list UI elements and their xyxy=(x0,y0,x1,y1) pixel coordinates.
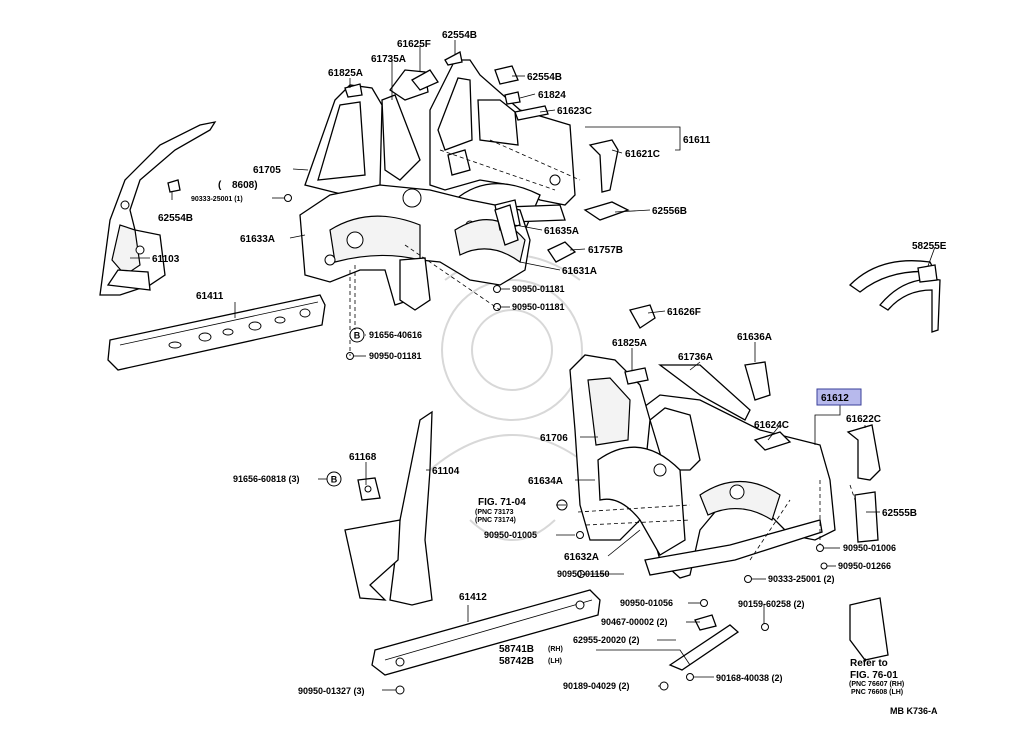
highlight-61612 xyxy=(816,388,862,406)
label-90159-60258-2: 90159-60258 (2) xyxy=(738,599,805,609)
label-90950-01150: 90950-01150 xyxy=(557,569,610,579)
b-marker-lower: B xyxy=(326,471,342,487)
label-61706: 61706 xyxy=(540,433,568,444)
a-pillar-inner xyxy=(99,121,217,296)
label-61626F: 61626F xyxy=(667,307,701,318)
label-61736A: 61736A xyxy=(678,352,713,363)
label-90333-25001-1: 90333-25001 (1) xyxy=(191,196,243,203)
label-pnc-73174: (PNC 73174) xyxy=(475,517,516,524)
label-61625F: 61625F xyxy=(397,39,431,50)
label-61411: 61411 xyxy=(196,291,224,302)
label-90333-25001-2: 90333-25001 (2) xyxy=(768,574,835,584)
label-61757B: 61757B xyxy=(588,245,623,256)
label-62554B-left: 62554B xyxy=(158,213,193,224)
label-61635A: 61635A xyxy=(544,226,579,237)
label-62955-20020-2: 62955-20020 (2) xyxy=(573,635,640,645)
label-62555B: 62555B xyxy=(882,508,917,519)
label-61636A: 61636A xyxy=(737,332,772,343)
footer-code: MB K736-A xyxy=(890,706,938,716)
label-61632A: 61632A xyxy=(564,552,599,563)
label-61735A: 61735A xyxy=(371,54,406,65)
label-90467-00002-2: 90467-00002 (2) xyxy=(601,617,668,627)
label-61825A-mid: 61825A xyxy=(612,338,647,349)
label-61412: 61412 xyxy=(459,592,487,603)
label-61611: 61611 xyxy=(683,135,711,146)
construction-lines xyxy=(349,139,856,561)
label-61825A-top: 61825A xyxy=(328,68,363,79)
b-marker-upper-label: B xyxy=(354,331,361,341)
label-rh: (RH) xyxy=(548,646,563,653)
label-pnc-76607: (PNC 76607 (RH) xyxy=(849,681,904,688)
mudguard-and-plates xyxy=(668,597,889,671)
label-61624C: 61624C xyxy=(754,420,789,431)
label-90168-40038-2: 90168-40038 (2) xyxy=(716,673,783,683)
label-90950-01181-b: 90950-01181 xyxy=(512,302,565,312)
fender-liner xyxy=(848,260,941,333)
leader-lines xyxy=(130,40,936,691)
label-61705: 61705 xyxy=(253,165,281,176)
upper-inner-pillar xyxy=(304,69,429,196)
label-fig-76-01: FIG. 76-01 xyxy=(850,670,898,681)
label-90950-01006: 90950-01006 xyxy=(843,543,896,553)
label-fig-71-04: FIG. 71-04 xyxy=(478,497,526,508)
label-62554B-right: 62554B xyxy=(527,72,562,83)
rocker-inner xyxy=(107,294,326,371)
label-61104: 61104 xyxy=(432,466,460,477)
label-91656-60818-3: 91656-60818 (3) xyxy=(233,474,300,484)
b-marker-lower-label: B xyxy=(331,475,338,485)
label-61623C: 61623C xyxy=(557,106,592,117)
label-91656-40616: 91656-40616 xyxy=(369,330,422,340)
label-62554B-top: 62554B xyxy=(442,30,477,41)
label-8608-paren: ( xyxy=(218,180,222,191)
upper-brackets xyxy=(167,51,630,263)
label-pnc-76608: PNC 76608 (LH) xyxy=(851,689,903,696)
b-marker-upper: B xyxy=(349,327,365,343)
label-90950-01056: 90950-01056 xyxy=(620,598,673,608)
label-pnc-73173: (PNC 73173 xyxy=(475,509,514,516)
label-61168: 61168 xyxy=(349,452,377,463)
label-61622C: 61622C xyxy=(846,414,881,425)
label-90950-01181-c: 90950-01181 xyxy=(369,351,422,361)
upper-inner-wheelhouse xyxy=(299,184,531,311)
label-58741B: 58741B xyxy=(499,644,534,655)
label-8608: 8608) xyxy=(232,180,258,191)
label-61634A: 61634A xyxy=(528,476,563,487)
lower-inner-assembly xyxy=(569,304,881,556)
label-61612: 61612 xyxy=(821,393,849,404)
label-90950-01005: 90950-01005 xyxy=(484,530,537,540)
b-pillar xyxy=(344,410,433,606)
label-61621C: 61621C xyxy=(625,149,660,160)
labels: 61625F 62554B 61735A 61825A 62554B 61824… xyxy=(152,30,947,716)
label-61824: 61824 xyxy=(538,90,566,101)
rocker-outer xyxy=(371,589,601,676)
label-lh: (LH) xyxy=(548,658,562,665)
label-90950-01181-a: 90950-01181 xyxy=(512,284,565,294)
label-62556B: 62556B xyxy=(652,206,687,217)
label-90950-01327-3: 90950-01327 (3) xyxy=(298,686,365,696)
label-refer-to: Refer to xyxy=(850,658,888,669)
label-61631A: 61631A xyxy=(562,266,597,277)
label-58742B: 58742B xyxy=(499,656,534,667)
label-58255E: 58255E xyxy=(912,241,947,252)
label-90189-04029-2: 90189-04029 (2) xyxy=(563,681,630,691)
label-61633A: 61633A xyxy=(240,234,275,245)
label-61103: 61103 xyxy=(152,254,180,265)
label-90950-01266: 90950-01266 xyxy=(838,561,891,571)
